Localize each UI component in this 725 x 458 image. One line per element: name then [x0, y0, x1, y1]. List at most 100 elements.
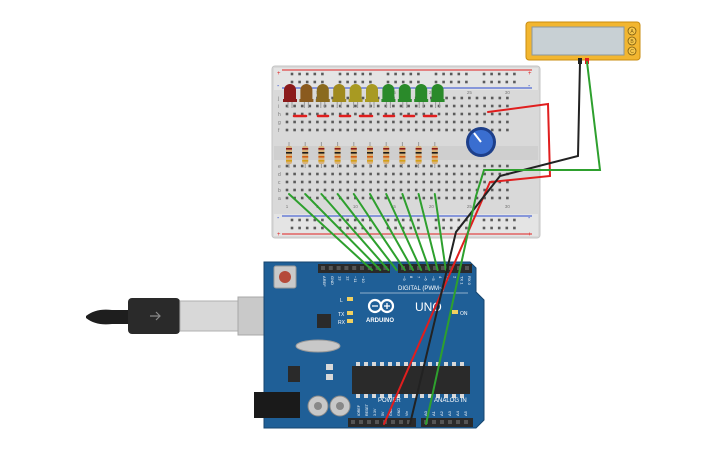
rail-hole[interactable]	[290, 226, 294, 230]
breadboard-hole[interactable]	[460, 188, 464, 192]
rail-hole[interactable]	[457, 72, 461, 76]
rail-hole[interactable]	[298, 80, 301, 84]
rail-hole[interactable]	[361, 80, 365, 84]
breadboard-hole[interactable]	[331, 164, 334, 168]
breadboard-hole[interactable]	[430, 120, 433, 124]
breadboard-hole[interactable]	[422, 188, 426, 192]
breadboard-hole[interactable]	[361, 164, 365, 168]
breadboard-hole[interactable]	[346, 112, 350, 116]
breadboard-hole[interactable]	[445, 172, 448, 176]
rail-hole[interactable]	[361, 218, 365, 222]
breadboard-hole[interactable]	[445, 196, 448, 200]
breadboard-hole[interactable]	[392, 172, 395, 176]
rail-hole[interactable]	[290, 72, 294, 76]
breadboard-hole[interactable]	[452, 188, 456, 192]
breadboard-hole[interactable]	[293, 180, 296, 184]
breadboard-hole[interactable]	[414, 112, 418, 116]
breadboard-hole[interactable]	[407, 104, 410, 108]
rail-hole[interactable]	[442, 218, 445, 222]
breadboard-hole[interactable]	[293, 188, 296, 192]
breadboard-hole[interactable]	[384, 112, 388, 116]
rail-hole[interactable]	[338, 80, 342, 84]
breadboard-hole[interactable]	[483, 96, 486, 100]
breadboard-hole[interactable]	[331, 104, 334, 108]
breadboard-hole[interactable]	[346, 196, 350, 200]
breadboard-hole[interactable]	[460, 120, 464, 124]
breadboard-hole[interactable]	[376, 104, 380, 108]
breadboard-hole[interactable]	[437, 180, 441, 184]
breadboard-hole[interactable]	[316, 112, 319, 116]
breadboard-hole[interactable]	[483, 164, 486, 168]
rail-hole[interactable]	[401, 226, 405, 230]
breadboard-hole[interactable]	[308, 120, 312, 124]
resistor[interactable]	[318, 142, 325, 168]
led[interactable]	[381, 84, 396, 108]
breadboard-hole[interactable]	[354, 188, 357, 192]
led[interactable]	[283, 84, 297, 108]
breadboard-hole[interactable]	[354, 112, 357, 116]
breadboard-hole[interactable]	[430, 112, 433, 116]
rail-hole[interactable]	[482, 80, 486, 84]
breadboard-hole[interactable]	[490, 96, 494, 100]
breadboard-hole[interactable]	[498, 172, 502, 176]
breadboard-hole[interactable]	[468, 188, 471, 192]
rail-hole[interactable]	[465, 72, 468, 76]
lcd-display-module[interactable]: A B C	[525, 21, 641, 64]
breadboard-hole[interactable]	[468, 172, 471, 176]
breadboard-hole[interactable]	[361, 196, 365, 200]
signal-wire[interactable]	[401, 193, 431, 271]
rail-hole[interactable]	[417, 72, 420, 76]
rail-hole[interactable]	[482, 226, 486, 230]
breadboard-hole[interactable]	[392, 164, 395, 168]
breadboard-hole[interactable]	[452, 196, 456, 200]
breadboard-hole[interactable]	[346, 164, 350, 168]
breadboard-hole[interactable]	[445, 164, 448, 168]
breadboard-hole[interactable]	[300, 128, 304, 132]
breadboard-hole[interactable]	[338, 188, 342, 192]
breadboard-hole[interactable]	[475, 120, 479, 124]
rail-hole[interactable]	[505, 72, 509, 76]
rail-hole[interactable]	[401, 80, 405, 84]
rail-hole[interactable]	[505, 226, 509, 230]
breadboard-hole[interactable]	[293, 164, 296, 168]
breadboard-hole[interactable]	[490, 188, 494, 192]
breadboard-hole[interactable]	[414, 188, 418, 192]
breadboard-hole[interactable]	[308, 128, 312, 132]
breadboard-hole[interactable]	[452, 164, 456, 168]
breadboard-hole[interactable]	[293, 104, 296, 108]
signal-wires[interactable]	[288, 193, 447, 271]
rail-hole[interactable]	[497, 218, 501, 222]
breadboard-hole[interactable]	[338, 164, 342, 168]
breadboard-hole[interactable]	[468, 180, 471, 184]
rail-hole[interactable]	[386, 72, 390, 76]
breadboard-hole[interactable]	[338, 128, 342, 132]
breadboard-hole[interactable]	[437, 188, 441, 192]
breadboard-hole[interactable]	[490, 104, 494, 108]
breadboard-hole[interactable]	[346, 172, 350, 176]
breadboard-hole[interactable]	[331, 112, 334, 116]
breadboard-hole[interactable]	[338, 180, 342, 184]
breadboard-hole[interactable]	[407, 188, 410, 192]
breadboard-hole[interactable]	[392, 196, 395, 200]
breadboard-hole[interactable]	[430, 96, 433, 100]
breadboard-hole[interactable]	[483, 172, 486, 176]
breadboard-hole[interactable]	[392, 112, 395, 116]
breadboard-hole[interactable]	[483, 104, 486, 108]
breadboard-hole[interactable]	[407, 172, 410, 176]
breadboard-hole[interactable]	[460, 180, 464, 184]
rail-hole[interactable]	[449, 72, 453, 76]
breadboard-hole[interactable]	[498, 96, 502, 100]
rail-hole[interactable]	[346, 226, 349, 230]
breadboard-hole[interactable]	[490, 120, 494, 124]
signal-wire[interactable]	[352, 193, 406, 271]
breadboard-hole[interactable]	[346, 128, 350, 132]
rail-hole[interactable]	[305, 226, 309, 230]
breadboard-hole[interactable]	[430, 180, 433, 184]
rail-hole[interactable]	[353, 72, 357, 76]
power-wires[interactable]	[383, 61, 602, 425]
breadboard-hole[interactable]	[376, 180, 380, 184]
rail-hole[interactable]	[497, 226, 501, 230]
signal-wire[interactable]	[336, 193, 398, 271]
rail-hole[interactable]	[321, 226, 324, 230]
rail-hole[interactable]	[490, 80, 493, 84]
